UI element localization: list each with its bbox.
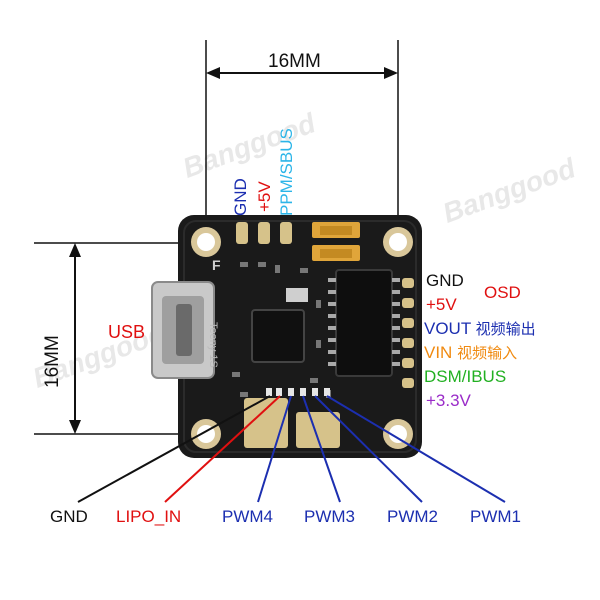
leader-lipo — [164, 395, 281, 503]
height-dimension-label: 16MM — [42, 335, 63, 388]
mount-hole-top-right — [383, 227, 413, 257]
osd-chip-pins — [328, 278, 400, 366]
label-vin-cn: 视频输入 — [457, 344, 518, 362]
label-pwm4: PWM4 — [222, 507, 273, 526]
pad-top-ppm — [280, 222, 292, 244]
arrow-head-left — [206, 67, 220, 79]
osd-chip — [335, 269, 393, 377]
leader-pwm1 — [326, 395, 506, 503]
arrow-head-right — [384, 67, 398, 79]
label-vout-text: VOUT — [424, 319, 471, 338]
label-top-5v: +5V — [255, 181, 274, 212]
label-osd: OSD — [484, 283, 521, 302]
label-vin: VIN 视频输入 — [424, 344, 517, 361]
silkscreen-model: Teeny 1S — [207, 322, 219, 368]
leader-pwm3 — [302, 395, 341, 503]
pad-lipo-large — [296, 412, 340, 448]
leader-pwm4 — [257, 395, 292, 503]
mount-hole-bottom-left — [191, 419, 221, 449]
right-pads — [402, 278, 414, 388]
label-pwm3: PWM3 — [304, 507, 355, 526]
label-bottom-gnd: GND — [50, 507, 88, 526]
pad-top-5v — [258, 222, 270, 244]
label-vin-text: VIN — [424, 343, 453, 362]
label-3v3: +3.3V — [426, 391, 471, 410]
bottom-small-pads — [266, 388, 330, 396]
pad-top-gnd — [236, 222, 248, 244]
mount-hole-bottom-right — [383, 419, 413, 449]
label-top-ppm-sbus: PPM/SBUS — [277, 128, 296, 216]
label-usb: USB — [108, 322, 146, 342]
label-top-gnd: GND — [231, 178, 250, 216]
mount-hole-top-left — [191, 227, 221, 257]
arrow-head-down — [69, 420, 81, 434]
silkscreen-brand: F — [212, 257, 221, 273]
pad-gnd-large — [244, 398, 288, 448]
label-right-gnd: GND — [426, 271, 464, 290]
label-vout-cn: 视频输出 — [475, 320, 536, 338]
label-pwm1: PWM1 — [470, 507, 521, 526]
leader-pwm2 — [314, 395, 423, 503]
label-vout: VOUT 视频输出 — [424, 320, 536, 337]
leader-gnd — [77, 395, 271, 503]
usb-connector — [151, 281, 215, 379]
label-lipo-in: LIPO_IN — [116, 507, 182, 526]
mcu-chip — [251, 309, 305, 363]
width-dimension-label: 16MM — [268, 51, 321, 72]
crystal — [286, 288, 308, 302]
label-right-5v: +5V — [426, 295, 457, 314]
arrow-head-up — [69, 243, 81, 257]
label-dsm-ibus: DSM/IBUS — [424, 367, 507, 386]
label-pwm2: PWM2 — [387, 507, 438, 526]
